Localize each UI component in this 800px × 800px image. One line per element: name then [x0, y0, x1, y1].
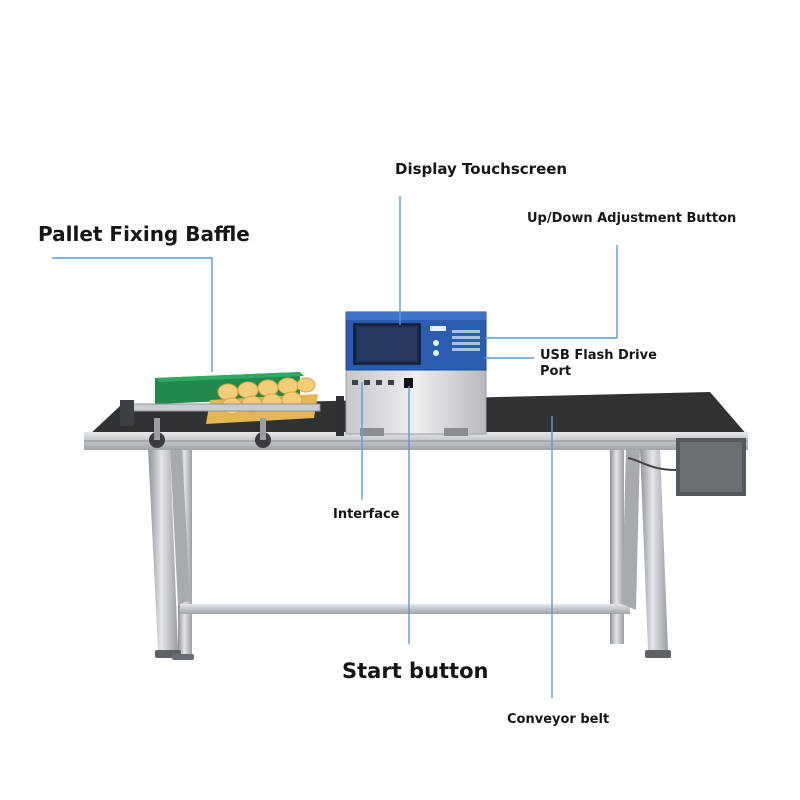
print-nozzle [336, 396, 344, 436]
label-interface: Interface [333, 507, 400, 522]
label-usb-line2: Port [540, 364, 572, 379]
label-updown-adjustment-button: Up/Down Adjustment Button [527, 211, 737, 226]
leg-front-left [148, 448, 178, 650]
leader-pallet-baffle [52, 257, 213, 372]
printer-body [345, 367, 487, 435]
leg-back-right [610, 448, 624, 644]
label-usb-flash-drive-port: USB Flash Drive Port [540, 348, 657, 380]
pallet-fixing-baffle-assembly [120, 372, 321, 448]
leg-front-right-brace [622, 448, 640, 610]
label-start-button: Start button [342, 659, 489, 683]
leg-front-right [640, 448, 668, 650]
foot-right [645, 650, 671, 658]
leader-lines [52, 196, 618, 698]
panel-header-strip [346, 312, 486, 320]
lower-crossbar [180, 604, 630, 614]
foot-back-left [172, 654, 194, 660]
label-display-touchscreen: Display Touchscreen [395, 160, 568, 178]
interface-ports [352, 380, 394, 385]
leg-front-left-brace [170, 448, 190, 605]
label-pallet-fixing-baffle: Pallet Fixing Baffle [38, 222, 250, 246]
conveyor-legs [148, 448, 671, 660]
label-usb-line1: USB Flash Drive [540, 348, 657, 363]
guide-rail [129, 403, 321, 412]
start-button-switch [404, 378, 413, 388]
inkjet-printer-unit [336, 311, 487, 436]
leader-updown-adjustment [485, 245, 618, 339]
panel-buttons [430, 326, 480, 356]
label-conveyor-belt: Conveyor belt [507, 712, 610, 727]
